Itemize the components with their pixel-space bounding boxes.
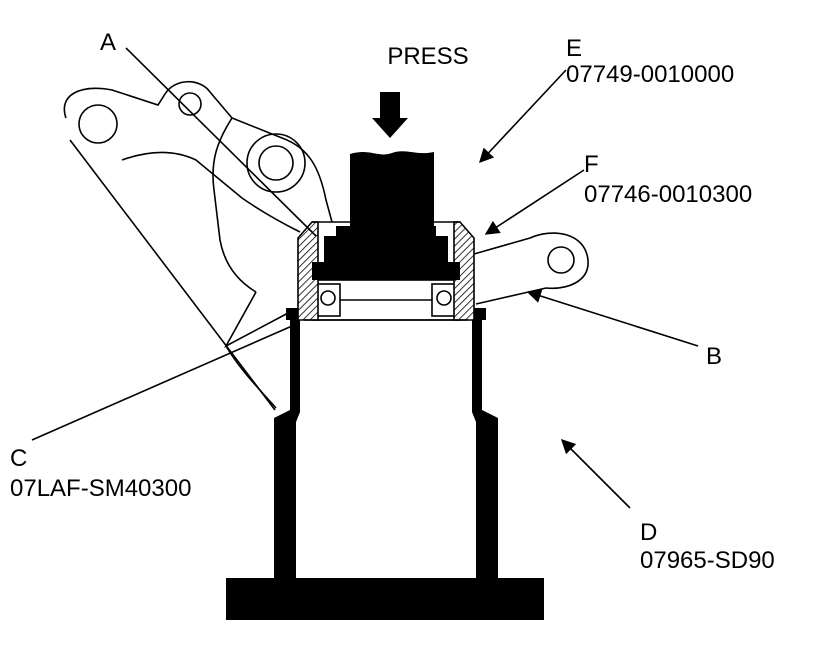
press-down-arrow-icon [372, 92, 408, 138]
callout-F-letter: F [584, 151, 599, 178]
leader-line-D [560, 438, 631, 509]
callout-B-letter: B [706, 343, 722, 370]
callout-D-part-number: 07965-SD90 [640, 547, 775, 574]
leader-line-E [479, 69, 567, 164]
base-plate [226, 578, 544, 620]
callout-D-letter: D [640, 519, 657, 546]
knuckle-hole-mid [246, 133, 306, 193]
callout-E-letter: E [566, 35, 582, 62]
leader-line-A [125, 47, 317, 237]
knuckle-hole-top [178, 92, 202, 116]
right-arm [473, 232, 589, 305]
press-label: PRESS [387, 43, 468, 70]
callout-A-letter: A [100, 29, 116, 56]
leader-line-C [31, 325, 293, 441]
ball-bearing-icon [320, 290, 336, 306]
driver-attachment [312, 226, 460, 280]
right-arm-hole [547, 246, 575, 274]
knuckle-hole-mid-inner [258, 145, 294, 181]
callout-E-part-number: 07749-0010000 [566, 61, 734, 88]
callout-C-part-number: 07LAF-SM40300 [10, 475, 191, 502]
callout-C-letter: C [10, 445, 27, 472]
bearing-assembly [311, 279, 461, 321]
knuckle-hole-upper [78, 104, 118, 144]
support-tube [274, 308, 498, 580]
callout-F-part-number: 07746-0010300 [584, 181, 752, 208]
ball-bearing-icon [436, 290, 452, 306]
driver-handle [350, 151, 434, 226]
leader-line-F [484, 169, 585, 235]
leader-line-B [526, 289, 699, 347]
